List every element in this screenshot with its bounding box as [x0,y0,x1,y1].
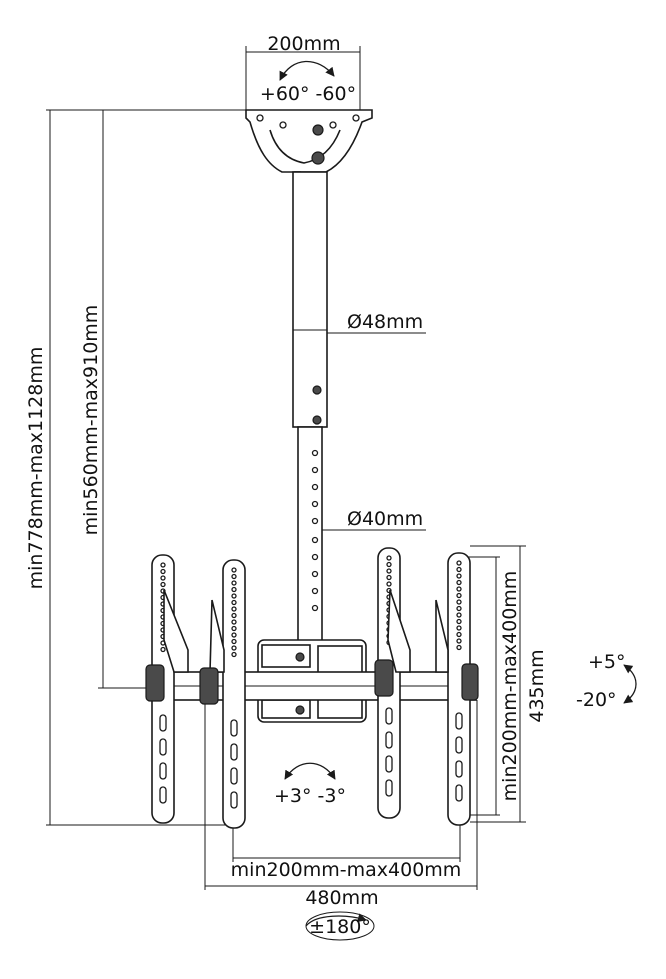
arm-width-label: 480mm [305,887,378,909]
pole-height-label: min560mm-max910mm [80,305,102,536]
pan-label: ±180° [309,916,371,938]
telescopic-pole [292,171,328,643]
vesa-horizontal-label: min200mm-max400mm [231,859,462,881]
top-plate-width-label: 200mm [267,33,340,55]
pan-arrow [305,911,375,941]
upper-pole-diameter-label: Ø48mm [347,311,423,333]
swivel-arrow [284,762,336,780]
top-rotation-arrow [279,60,335,81]
tilt-up-label: +5° [588,651,626,673]
bracket-clamps [145,589,479,705]
bracket-height-label: 435mm [526,649,548,722]
tilt-down-label: -20° [576,689,617,711]
tilt-arrow [623,664,637,704]
lower-pole-diameter-label: Ø40mm [347,508,423,530]
total-height-label: min778mm-max1128mm [25,347,47,590]
top-rotation-label: +60° -60° [260,83,356,105]
vesa-vertical-label: min200mm-max400mm [499,571,521,802]
bracket-slots [159,555,463,809]
swivel-label: +3° -3° [274,785,346,807]
horizontal-arm [149,671,477,701]
